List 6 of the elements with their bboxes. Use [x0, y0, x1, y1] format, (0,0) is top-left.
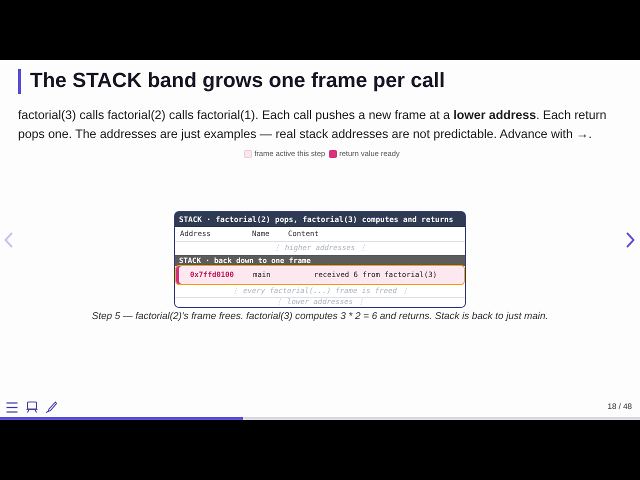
step-caption: Step 5 — factorial(2)'s frame frees. factorial(3) computes 3 * 2 = 6 and returns. Stack is back to just main. [92, 311, 548, 322]
slide-title: The STACK band grows one frame per call [30, 69, 446, 93]
stack-panel [174, 211, 466, 308]
stack-frame-row [175, 265, 465, 285]
slide-counter: 18 / 48 [608, 402, 632, 411]
intro-paragraph: factorial(3) calls factorial(2) calls factorial(1). Each call pushes a new frame at a lower address. Each return pops one. The addresses are just examples — real stack addresses are not predictable. Advance with →. [18, 107, 608, 143]
